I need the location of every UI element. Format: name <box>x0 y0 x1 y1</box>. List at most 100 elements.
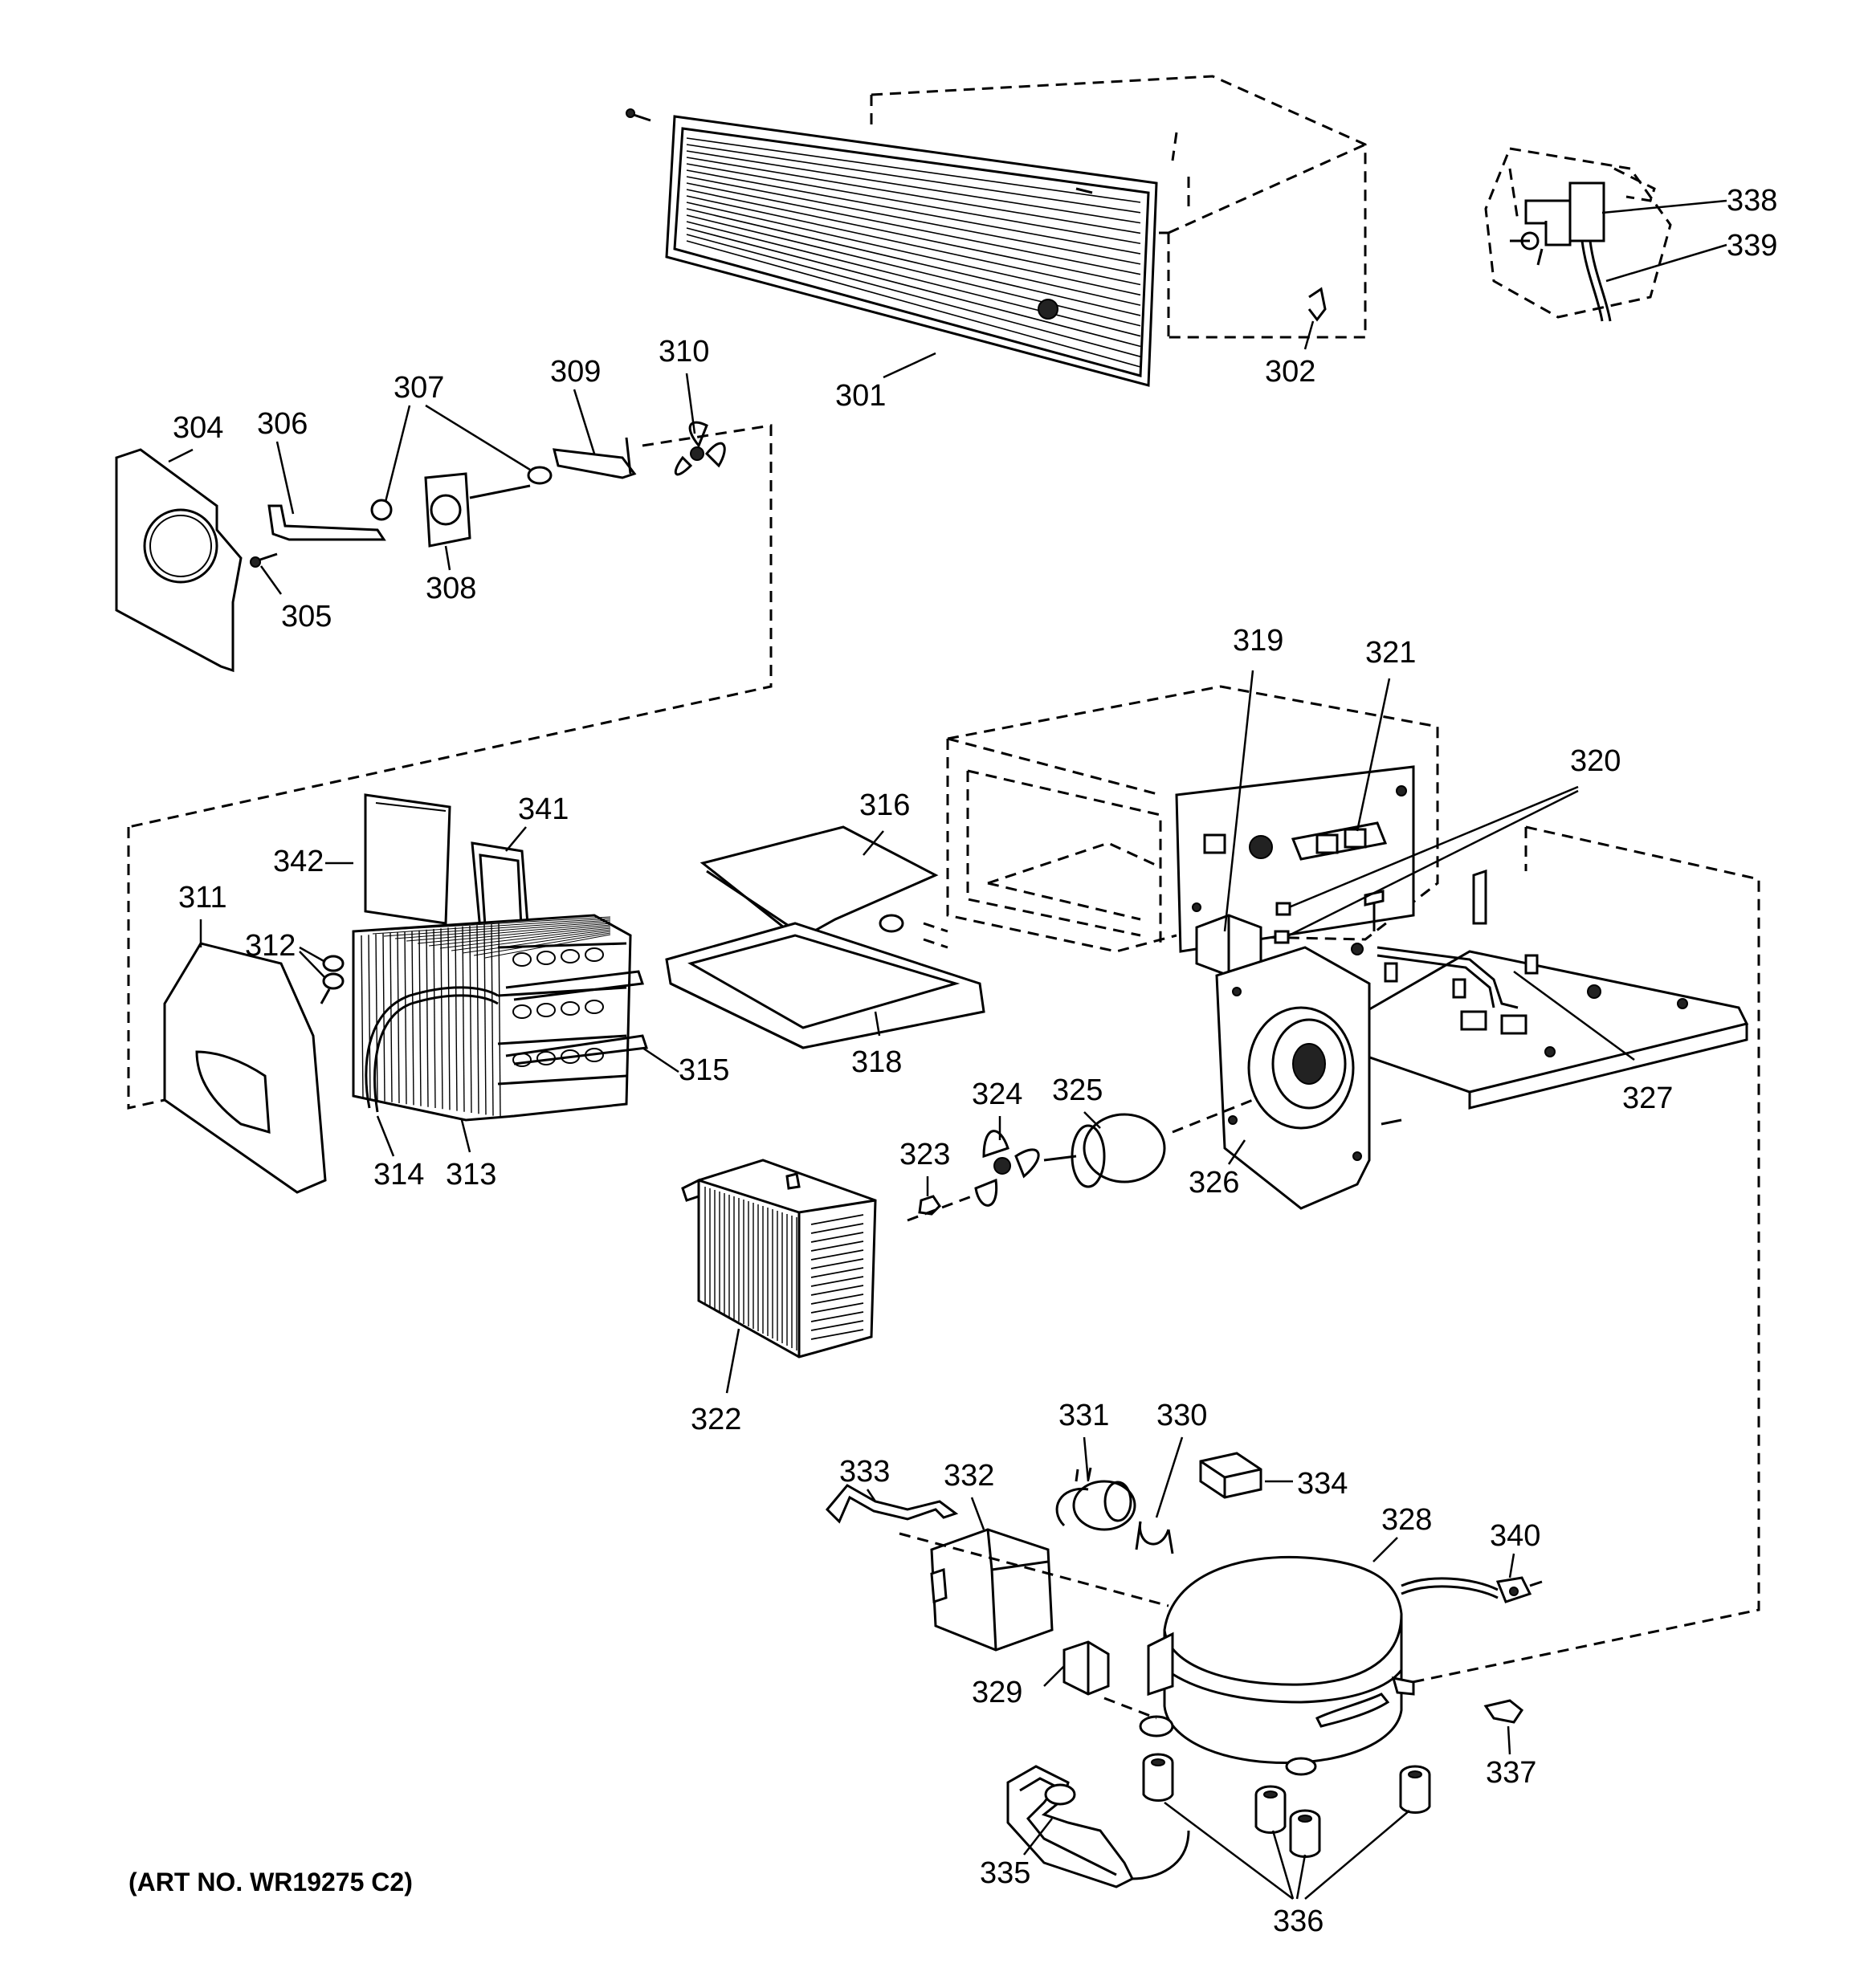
relay-329 <box>1062 1640 1110 1696</box>
screw-305 <box>250 552 278 568</box>
hatch-line <box>368 935 371 1100</box>
part-label-323: 323 <box>899 1138 950 1171</box>
clip-337 <box>1483 1699 1524 1724</box>
hatch-line <box>462 926 465 1112</box>
hatch-line <box>397 931 400 1104</box>
part-label-312: 312 <box>245 929 296 963</box>
clip-302 <box>1307 287 1327 322</box>
hatch-line <box>361 916 611 932</box>
part-label-324: 324 <box>972 1078 1022 1111</box>
part-label-314: 314 <box>373 1158 424 1192</box>
hatch-line <box>686 150 1141 224</box>
hatch-line <box>469 925 472 1114</box>
coil-loop <box>585 947 604 962</box>
hatch-line <box>810 1249 864 1261</box>
hatch-line <box>810 1267 864 1278</box>
hatch-line <box>382 933 385 1102</box>
hatch-line <box>686 208 1141 316</box>
screw-icon <box>626 108 651 122</box>
hatch-line <box>440 928 443 1110</box>
hatch-line <box>686 234 1141 357</box>
leader-lines <box>168 199 1727 1900</box>
part-label-328: 328 <box>1381 1503 1432 1537</box>
part-label-338: 338 <box>1727 184 1777 218</box>
hatch-line <box>810 1311 864 1322</box>
hatch-line <box>686 189 1141 286</box>
part-label-307: 307 <box>394 371 444 405</box>
terminal-block-321 <box>1291 821 1388 861</box>
part-label-321: 321 <box>1365 636 1416 670</box>
hatch-line <box>417 924 611 944</box>
grommet-336d <box>1399 1765 1431 1814</box>
motor-bracket-306 <box>267 504 386 541</box>
hatch-line <box>462 931 611 954</box>
hatch-line <box>404 931 407 1105</box>
hatch-line <box>686 157 1141 234</box>
fan-assembly-outline <box>128 424 773 829</box>
hatch-line <box>810 1329 864 1340</box>
valve-tube-339 <box>1580 240 1612 322</box>
cabinet-housing-outline <box>870 75 1519 339</box>
hatch-line <box>483 924 487 1115</box>
hatch-line <box>686 214 1141 327</box>
part-label-304: 304 <box>173 411 223 445</box>
control-box-outline <box>946 685 1439 953</box>
hatch-line <box>439 927 611 949</box>
hatch-line <box>433 928 436 1109</box>
defrost-heater-315 <box>505 970 649 1065</box>
part-label-306: 306 <box>257 407 308 441</box>
clip-333 <box>825 1484 959 1524</box>
hatch-line <box>426 929 429 1107</box>
part-label-341: 341 <box>518 792 569 826</box>
grommet-307a <box>370 499 393 521</box>
compressor-328 <box>1139 1555 1415 1776</box>
grommet-336b <box>1254 1785 1287 1834</box>
hatch-line <box>686 163 1141 245</box>
hatch-line <box>686 137 1141 203</box>
fan-bracket-304 <box>115 448 243 673</box>
part-label-319: 319 <box>1233 624 1283 658</box>
hatch-line <box>411 931 414 1106</box>
fan-shroud-326 <box>1215 946 1371 1210</box>
hatch-line <box>686 144 1141 214</box>
grommet-336c <box>1289 1809 1321 1858</box>
hatch-line <box>810 1320 864 1331</box>
part-label-332: 332 <box>944 1459 994 1493</box>
hatch-line <box>810 1276 864 1287</box>
part-label-302: 302 <box>1265 355 1315 389</box>
grommet-307b <box>527 466 553 485</box>
hatch-line <box>810 1258 864 1269</box>
hatch-line <box>686 240 1141 368</box>
fan-motor-325 <box>1043 1113 1166 1188</box>
hatch-line <box>810 1285 864 1296</box>
part-label-305: 305 <box>281 600 332 633</box>
grille-301 <box>665 115 1158 387</box>
motor-axis <box>907 1098 1254 1222</box>
art-number: (ART NO. WR19275 C2) <box>128 1868 413 1896</box>
coil-loop <box>585 1000 604 1014</box>
fan-blade-324 <box>974 1130 1040 1207</box>
hatch-line <box>810 1223 864 1234</box>
part-label-315: 315 <box>679 1053 729 1087</box>
coil-loop <box>536 1003 556 1017</box>
hatch-line <box>810 1214 864 1225</box>
hatch-line <box>686 182 1141 275</box>
hatch-line <box>810 1293 864 1305</box>
drain-pan-318 <box>665 922 985 1049</box>
relay-cover-332 <box>930 1528 1054 1652</box>
part-label-330: 330 <box>1156 1399 1207 1432</box>
overload-334 <box>1199 1452 1262 1499</box>
part-label-335: 335 <box>980 1856 1030 1890</box>
condenser-322 <box>681 1159 877 1359</box>
part-label-333: 333 <box>839 1455 890 1489</box>
fan-motor-308 <box>424 472 531 548</box>
hatch-line <box>686 221 1141 337</box>
compressor-outline <box>899 1532 1169 1720</box>
base-assembly-outline <box>923 825 1760 1688</box>
grommet-336a <box>1142 1753 1174 1802</box>
fan-blade-310 <box>674 421 726 476</box>
part-label-326: 326 <box>1189 1166 1239 1200</box>
part-label-320: 320 <box>1570 744 1621 778</box>
hatch-line <box>361 935 364 1099</box>
hatch-line <box>810 1240 864 1252</box>
